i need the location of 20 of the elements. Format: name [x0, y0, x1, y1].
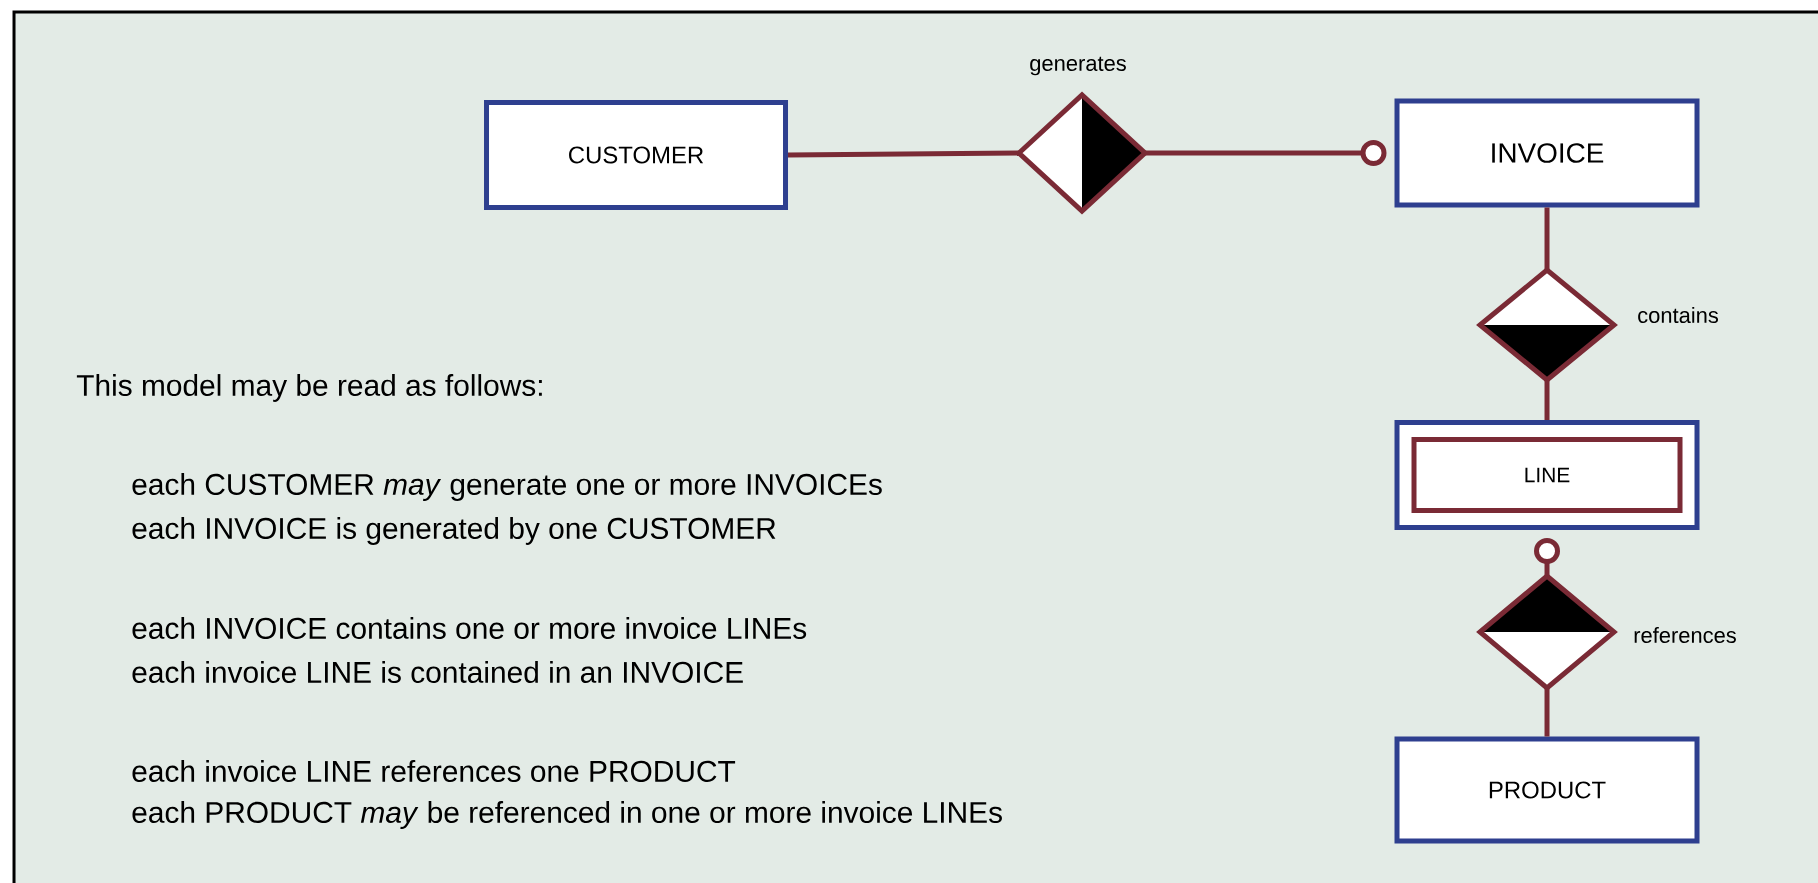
- connector-line: [1544, 207, 1550, 270]
- connector-line: [1534, 538, 1560, 576]
- entity-box: INVOICE: [1394, 98, 1700, 208]
- weak-entity-box: LINE: [1394, 420, 1700, 530]
- description-text: each INVOICE contains one or more invoice LINEs: [132, 617, 807, 639]
- entity-box: PRODUCT: [1394, 736, 1700, 844]
- relationship-label: references: [1634, 626, 1736, 644]
- description-text: This model may be read as follows:: [76, 374, 542, 402]
- description-text: each invoice LINE is contained in an INVOICE: [132, 661, 743, 683]
- entity-box: CUSTOMER: [484, 100, 788, 210]
- connector-line: [1544, 688, 1550, 737]
- connector-line: [1145, 140, 1387, 166]
- connector-line: [1544, 380, 1550, 420]
- relationship-label: generates: [1030, 56, 1126, 76]
- description-text: each PRODUCT may be referenced in one or more invoice LINEs: [132, 801, 1002, 829]
- description-text: each CUSTOMER may generate one or more INVOICEs: [132, 473, 882, 501]
- connector-line: [788, 150, 1019, 158]
- description-text: each INVOICE is generated by one CUSTOMER: [132, 517, 776, 545]
- description-text: each invoice LINE references one PRODUCT: [132, 760, 736, 782]
- relationship-label: contains: [1638, 306, 1719, 324]
